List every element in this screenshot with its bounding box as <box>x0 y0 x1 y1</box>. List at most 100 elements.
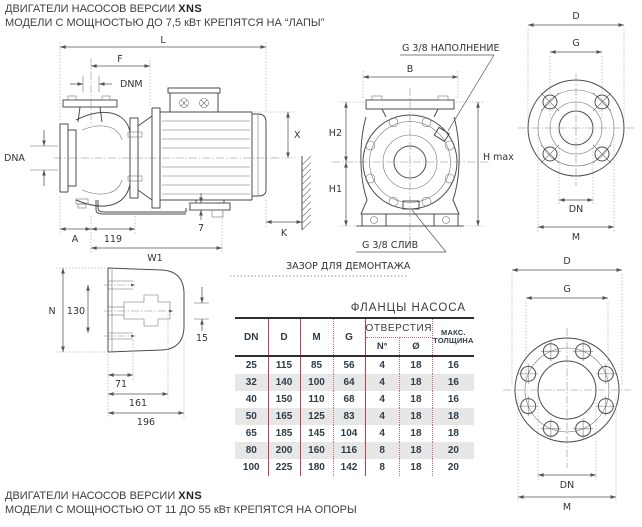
page-footer: ДВИГАТЕЛИ НАСОСОВ ВЕРСИИ XNS МОДЕЛИ С МО… <box>5 489 357 517</box>
header-line2: МОДЕЛИ С МОЩНОСТЬЮ ДО 7,5 кВт КРЕПЯТСЯ Н… <box>5 17 325 29</box>
flange-table-cell: 18 <box>399 459 434 476</box>
flange-table-cell: 56 <box>333 356 366 374</box>
col-header-g: G <box>333 318 366 357</box>
dim-label-H2: H2 <box>329 128 342 139</box>
dim-label-f8-DN: DN <box>560 480 574 491</box>
flange-table-cell: 185 <box>268 425 301 442</box>
flange-table-cell: 25 <box>235 356 269 374</box>
dim-f4-D: D <box>527 11 625 122</box>
dim-71: 71 <box>107 340 134 418</box>
flange-table-cell: 160 <box>300 442 334 459</box>
flange-table-cell: 110 <box>300 391 334 408</box>
flange-table-cell: 83 <box>333 408 366 425</box>
flange-table-title: ФЛАНЦЫ НАСОСА <box>350 302 466 314</box>
dim-label-f8-M: M <box>563 502 571 513</box>
dim-Hmax: H max <box>456 101 514 227</box>
dim-label-H1: H1 <box>329 184 342 195</box>
footer-line1-text: ДВИГАТЕЛИ НАСОСОВ ВЕРСИИ <box>5 490 176 502</box>
side-view-diagram: L F DNM DNA <box>4 35 312 264</box>
flange-table-cell: 18 <box>447 428 459 439</box>
flange-table-cell: 65 <box>235 425 269 442</box>
motor-outline <box>159 87 267 218</box>
dim-196: 196 <box>108 340 185 428</box>
bolt-holes-8 <box>518 341 616 439</box>
dim-F: F <box>91 54 151 106</box>
flange-table-cell: 18 <box>432 408 474 425</box>
dim-B: B <box>362 64 459 98</box>
header-line1: ДВИГАТЕЛИ НАСОСОВ ВЕРСИИ XNS <box>5 2 324 16</box>
dim-label-f4-M: M <box>572 232 580 243</box>
flange-table-cell: 20 <box>432 442 474 459</box>
col-header-holes-dia: Ø <box>399 337 434 357</box>
flange-table-cell: 18 <box>399 442 434 459</box>
dim-label-F: F <box>117 54 122 65</box>
flange-table-cell: 180 <box>300 459 334 476</box>
dim-label-A: A <box>72 234 79 245</box>
flange-table-cell: 18 <box>399 425 434 442</box>
dim-H1: H1 <box>329 162 360 227</box>
header-line1-text: ДВИГАТЕЛИ НАСОСОВ ВЕРСИИ <box>5 3 176 15</box>
dim-label-130: 130 <box>67 306 85 317</box>
flange-table-cell: 80 <box>235 442 269 459</box>
flange-table-cell: 150 <box>268 391 301 408</box>
dim-label-f4-D: D <box>572 11 579 22</box>
front-view-diagram: B H2 H1 H max G 3/8 НАПОЛНЕНИЕ <box>230 43 514 277</box>
dim-label-119: 119 <box>104 234 122 245</box>
flange-table-cell: 145 <box>300 425 334 442</box>
dim-label-K: K <box>281 228 288 239</box>
dim-label-N: N <box>48 306 55 317</box>
dim-label-f8-D: D <box>563 256 570 267</box>
flange-8hole-diagram: D G DN M <box>503 256 631 513</box>
fill-label: G 3/8 НАПОЛНЕНИЕ <box>402 43 500 54</box>
dim-W1: W1 <box>91 212 223 264</box>
dim-label-161: 161 <box>129 398 147 409</box>
dim-label-W1: W1 <box>147 253 162 264</box>
base-plate-outline <box>104 267 185 353</box>
flange-table-cell: 4 <box>365 374 400 391</box>
flange-table-cell: 8 <box>365 442 400 459</box>
dim-130: 130 <box>67 285 90 333</box>
dim-A-119: A 119 <box>59 196 136 254</box>
col-header-dn: DN <box>235 318 269 357</box>
col-header-holes-count: N° <box>365 337 400 357</box>
flange-table-cell: 68 <box>333 391 366 408</box>
dim-label-f4-G: G <box>572 38 579 49</box>
flange-table-cell: 100 <box>235 459 269 476</box>
dim-label-15: 15 <box>196 333 208 344</box>
flange-table-cell: 116 <box>333 442 366 459</box>
dim-f8-DN: DN <box>537 396 597 491</box>
flange-table-cell: 125 <box>300 408 334 425</box>
base-view-diagram: N 130 15 71 161 <box>48 267 209 428</box>
flange-table-cell: 16 <box>447 360 459 371</box>
dim-K: K <box>265 200 302 239</box>
drain-note: G 3/8 СЛИВ <box>356 209 447 253</box>
footer-line2: МОДЕЛИ С МОЩНОСТЬЮ ОТ 11 ДО 55 кВт КРЕПЯ… <box>5 504 357 516</box>
wall-hatch <box>301 155 312 231</box>
pump-side-outline <box>59 95 187 215</box>
dim-label-B: B <box>407 64 414 75</box>
max-line1: МАКС. <box>441 327 466 337</box>
dim-7: 7 <box>188 193 214 234</box>
flange-table-cell: 18 <box>399 374 434 391</box>
flange-table-cell: 40 <box>235 391 269 408</box>
flange-table-cell: 18 <box>399 391 434 408</box>
dim-f4-DN: DN <box>558 148 594 215</box>
flange-table-cell: 100 <box>300 374 334 391</box>
flange-table-cell: 20 <box>447 462 459 473</box>
dim-f8-M: M <box>517 396 617 513</box>
dim-161: 161 <box>108 314 169 409</box>
dim-label-71: 71 <box>115 379 127 390</box>
brand-logo: XNS <box>178 3 203 15</box>
fill-plug <box>433 126 450 142</box>
dim-f4-G: G <box>549 38 603 118</box>
dim-label-7: 7 <box>198 223 204 234</box>
